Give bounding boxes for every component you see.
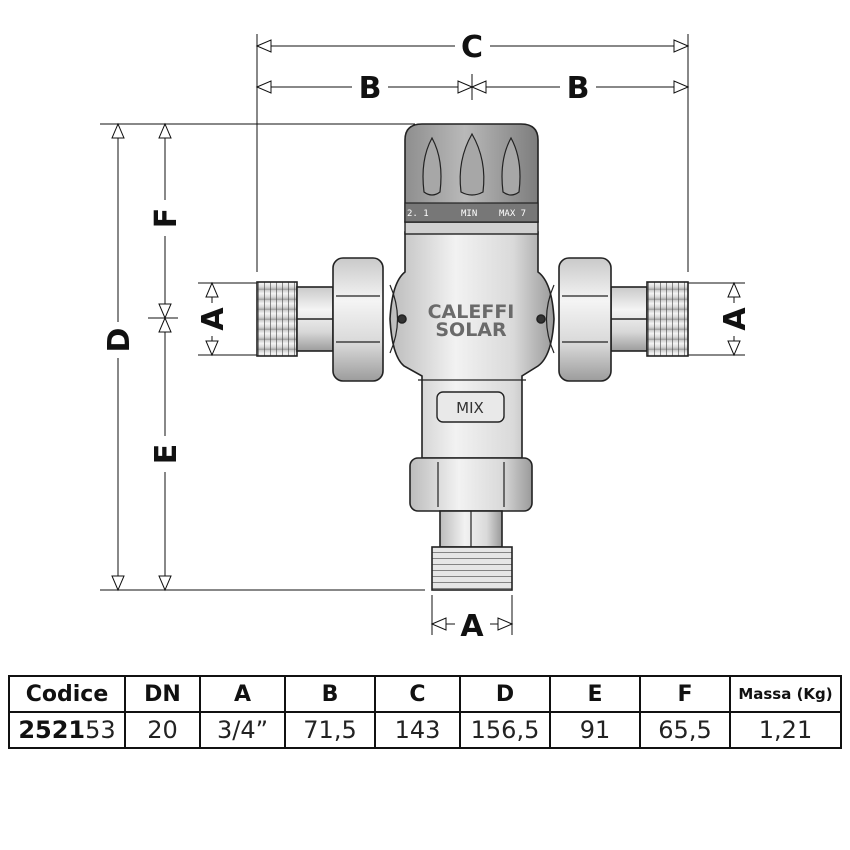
dimension-lines — [100, 34, 745, 635]
dim-label-c: C — [461, 30, 483, 65]
right-union-nut — [558, 257, 612, 382]
knob-collar — [404, 221, 539, 235]
header-e: E — [549, 675, 641, 713]
cell-c: 143 — [374, 711, 461, 749]
table-header-row: Codice DN A B C D E F Massa (Kg) — [8, 675, 842, 713]
dim-label-a-bottom: A — [460, 609, 484, 644]
left-port-thread — [256, 281, 298, 357]
left-union-nut — [332, 257, 384, 382]
code-suffix: 53 — [85, 716, 116, 744]
brand-logo-line1: CALEFFI — [428, 301, 515, 323]
header-b: B — [284, 675, 376, 713]
table-row: 252153 20 3/4” 71,5 143 156,5 91 65,5 1,… — [8, 711, 842, 749]
mix-badge — [436, 391, 505, 423]
cell-a: 3/4” — [199, 711, 286, 749]
dim-label-b-left: B — [359, 71, 382, 106]
dial-scale-max: MAX 7 — [499, 209, 526, 219]
header-dn: DN — [124, 675, 201, 713]
cell-e: 91 — [549, 711, 641, 749]
bottom-union-nut — [409, 457, 533, 512]
brand-logo-line2: SOLAR — [435, 319, 507, 341]
cell-massa: 1,21 — [729, 711, 842, 749]
valve-body — [389, 231, 555, 459]
cell-codice: 252153 — [8, 711, 126, 749]
dim-label-f: F — [149, 208, 184, 229]
header-codice: Codice — [8, 675, 126, 713]
dial-scale-left: 2. 1 — [407, 209, 429, 219]
code-prefix: 2521 — [18, 716, 86, 744]
header-d: D — [459, 675, 551, 713]
cell-dn: 20 — [124, 711, 201, 749]
cell-b: 71,5 — [284, 711, 376, 749]
header-a: A — [199, 675, 286, 713]
dim-label-b-right: B — [567, 71, 590, 106]
valve-drawing: C B B D F E A A A — [100, 30, 753, 644]
right-port-thread — [646, 281, 689, 357]
header-f: F — [639, 675, 731, 713]
thermostatic-mixing-valve — [256, 123, 689, 591]
dim-label-e: E — [149, 444, 184, 465]
cell-d: 156,5 — [459, 711, 551, 749]
mix-label: MIX — [456, 399, 484, 417]
bottom-port-thread — [431, 546, 513, 591]
dial-scale-min: MIN — [461, 209, 477, 219]
dim-label-a-left: A — [196, 307, 231, 331]
dimensions-table: Codice DN A B C D E F Massa (Kg) 252153 … — [8, 675, 842, 749]
dimension-arrowheads — [111, 39, 741, 631]
header-c: C — [374, 675, 461, 713]
cell-f: 65,5 — [639, 711, 731, 749]
dim-label-a-right: A — [718, 307, 753, 331]
header-massa: Massa (Kg) — [729, 675, 842, 713]
dim-label-d: D — [102, 328, 137, 353]
